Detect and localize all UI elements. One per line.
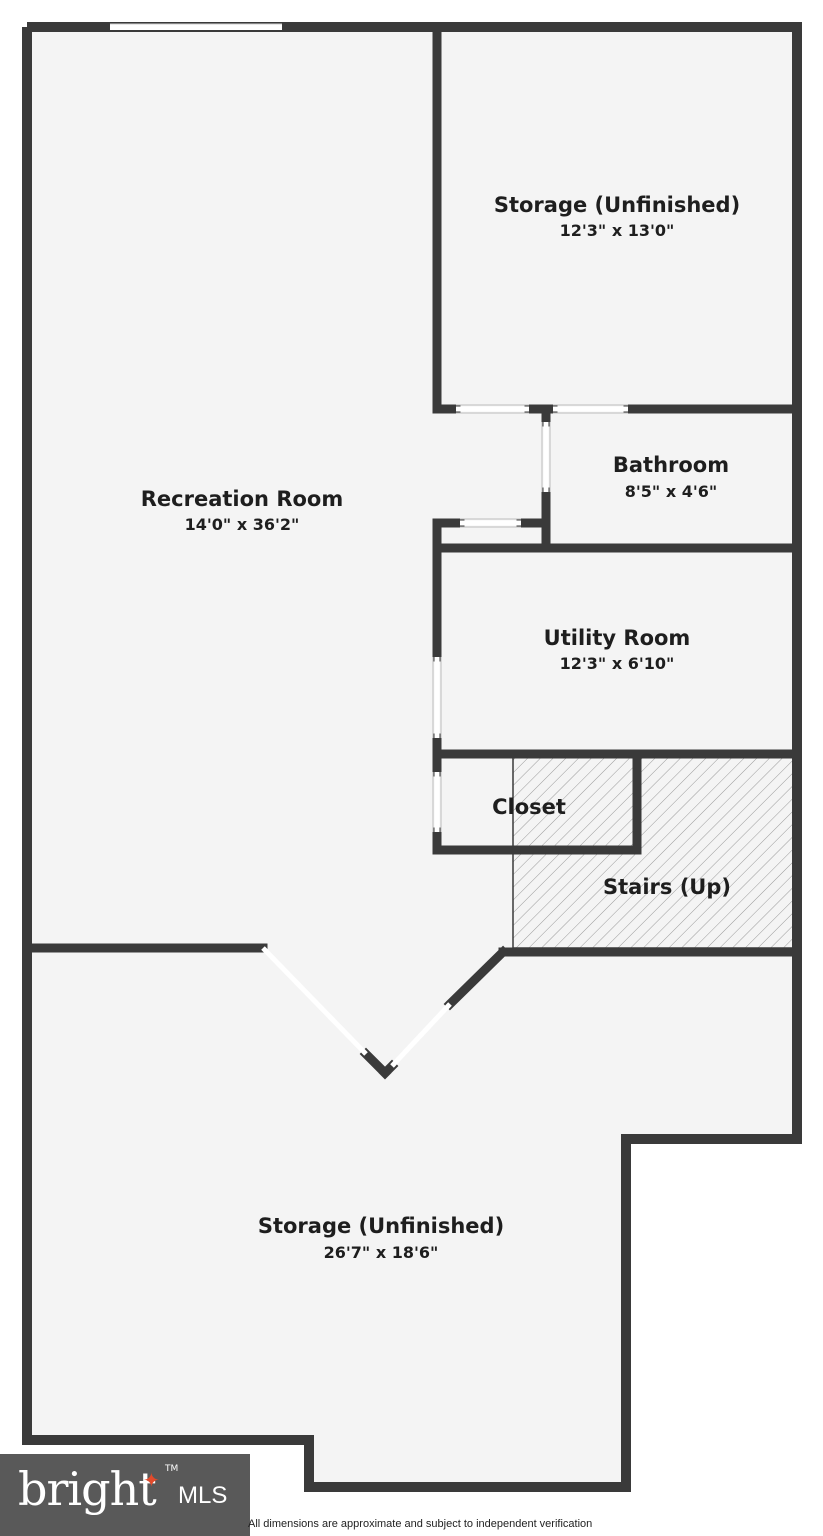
logo-trademark: TM [165,1464,179,1474]
floor-area [27,27,797,1487]
interior-walls [22,22,802,1080]
room-dims-storage-bottom: 26'7" x 18'6" [324,1243,439,1262]
room-label-stairs: Stairs (Up) [603,875,731,899]
room-label-closet: Closet [492,795,566,819]
logo-brand-text: bright [18,1462,157,1516]
bright-mls-logo: bright ✦ TM MLS [0,1454,250,1536]
room-label-storage-bottom: Storage (Unfinished) [258,1214,504,1238]
room-label-recreation: Recreation Room [141,487,343,511]
room-dims-recreation: 14'0" x 36'2" [185,515,300,534]
room-label-storage-top: Storage (Unfinished) [494,193,740,217]
disclaimer-text: All dimensions are approximate and subje… [248,1518,593,1530]
window-edges [432,404,628,832]
room-label-bathroom: Bathroom [613,453,729,477]
logo-suffix-text: MLS [178,1482,228,1509]
room-dims-bathroom: 8'5" x 4'6" [625,482,717,501]
star-icon: ✦ [143,1468,160,1492]
room-label-utility: Utility Room [544,626,691,650]
room-dims-utility: 12'3" x 6'10" [560,654,675,673]
windows [261,406,628,1068]
room-dims-storage-top: 12'3" x 13'0" [560,221,675,240]
exterior-wall [22,22,802,1492]
